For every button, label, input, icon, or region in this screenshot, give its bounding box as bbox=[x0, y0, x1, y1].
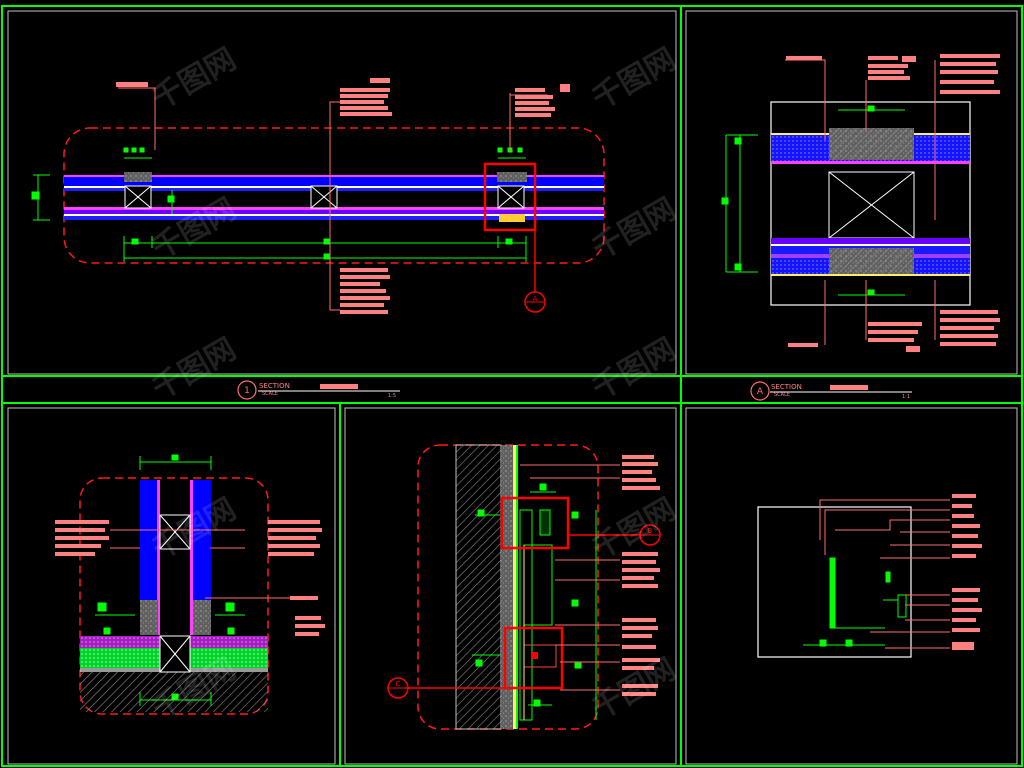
annotation-labels bbox=[786, 54, 1000, 352]
section-marker-label: A bbox=[533, 295, 538, 303]
dimension-lines bbox=[721, 105, 905, 296]
dashed-outline bbox=[63, 127, 605, 264]
detail-geometry bbox=[803, 557, 907, 647]
watermark-text: 千图网 bbox=[587, 332, 682, 407]
title-number: 1 bbox=[244, 386, 250, 396]
title-scale-word: SCALE bbox=[262, 391, 278, 397]
section-outline bbox=[770, 101, 971, 306]
dimension-lines bbox=[95, 454, 245, 706]
leader-lines bbox=[110, 529, 290, 599]
leader-lines bbox=[520, 464, 620, 691]
title-scale-value: 1:1 bbox=[902, 394, 910, 400]
watermark-text: 千图网 bbox=[587, 192, 682, 267]
panel-vertical-detail: B C bbox=[387, 444, 661, 730]
sheet-frame-inner bbox=[7, 10, 1018, 765]
annotation-labels bbox=[622, 455, 660, 696]
leader-lines bbox=[785, 59, 936, 345]
annotation-labels bbox=[952, 494, 982, 650]
annotation-labels bbox=[116, 78, 570, 314]
sheet-frame bbox=[1, 5, 1023, 767]
detail-outline bbox=[757, 506, 912, 658]
section-marker-label: C bbox=[396, 680, 401, 688]
detail-callout-box bbox=[483, 162, 537, 232]
title-scale-word: SCALE bbox=[774, 392, 790, 398]
title-scale-value: 1:5 bbox=[388, 393, 396, 399]
watermark-text: 千图网 bbox=[587, 652, 682, 727]
watermark-text: 千图网 bbox=[147, 332, 242, 407]
dimension-lines bbox=[472, 483, 597, 720]
title-number: A bbox=[757, 387, 764, 397]
panel-small-detail bbox=[757, 494, 982, 658]
panel-section-a bbox=[721, 54, 1000, 352]
section-marker-a: A bbox=[524, 291, 546, 313]
detail-callout-box-top: B bbox=[500, 496, 661, 550]
dimension-lines bbox=[31, 147, 527, 262]
watermark-text: 千图网 bbox=[587, 42, 682, 117]
title-bar-section-a: A SECTION SCALE 1:1 bbox=[750, 381, 912, 401]
section-marker-label: B bbox=[648, 527, 653, 535]
detail-callout-box-bottom: C bbox=[387, 626, 564, 699]
watermark-text: 千图网 bbox=[147, 192, 242, 267]
title-bar-section-1: 1 SECTION SCALE 1:5 bbox=[237, 380, 400, 400]
annotation-labels bbox=[55, 520, 325, 636]
panel-section-1: A bbox=[31, 78, 605, 314]
title-word: SECTION bbox=[259, 382, 290, 390]
watermark-text: 千图网 bbox=[147, 42, 242, 117]
leader-lines bbox=[819, 499, 950, 649]
watermark-layer: 千图网 千图网 千图网 千图网 千图网 千图网 千图网 千图网 千图网 千图网 bbox=[147, 42, 682, 727]
dashed-outline bbox=[79, 477, 269, 715]
title-word: SECTION bbox=[771, 383, 802, 391]
panel-wall-base bbox=[55, 454, 325, 715]
